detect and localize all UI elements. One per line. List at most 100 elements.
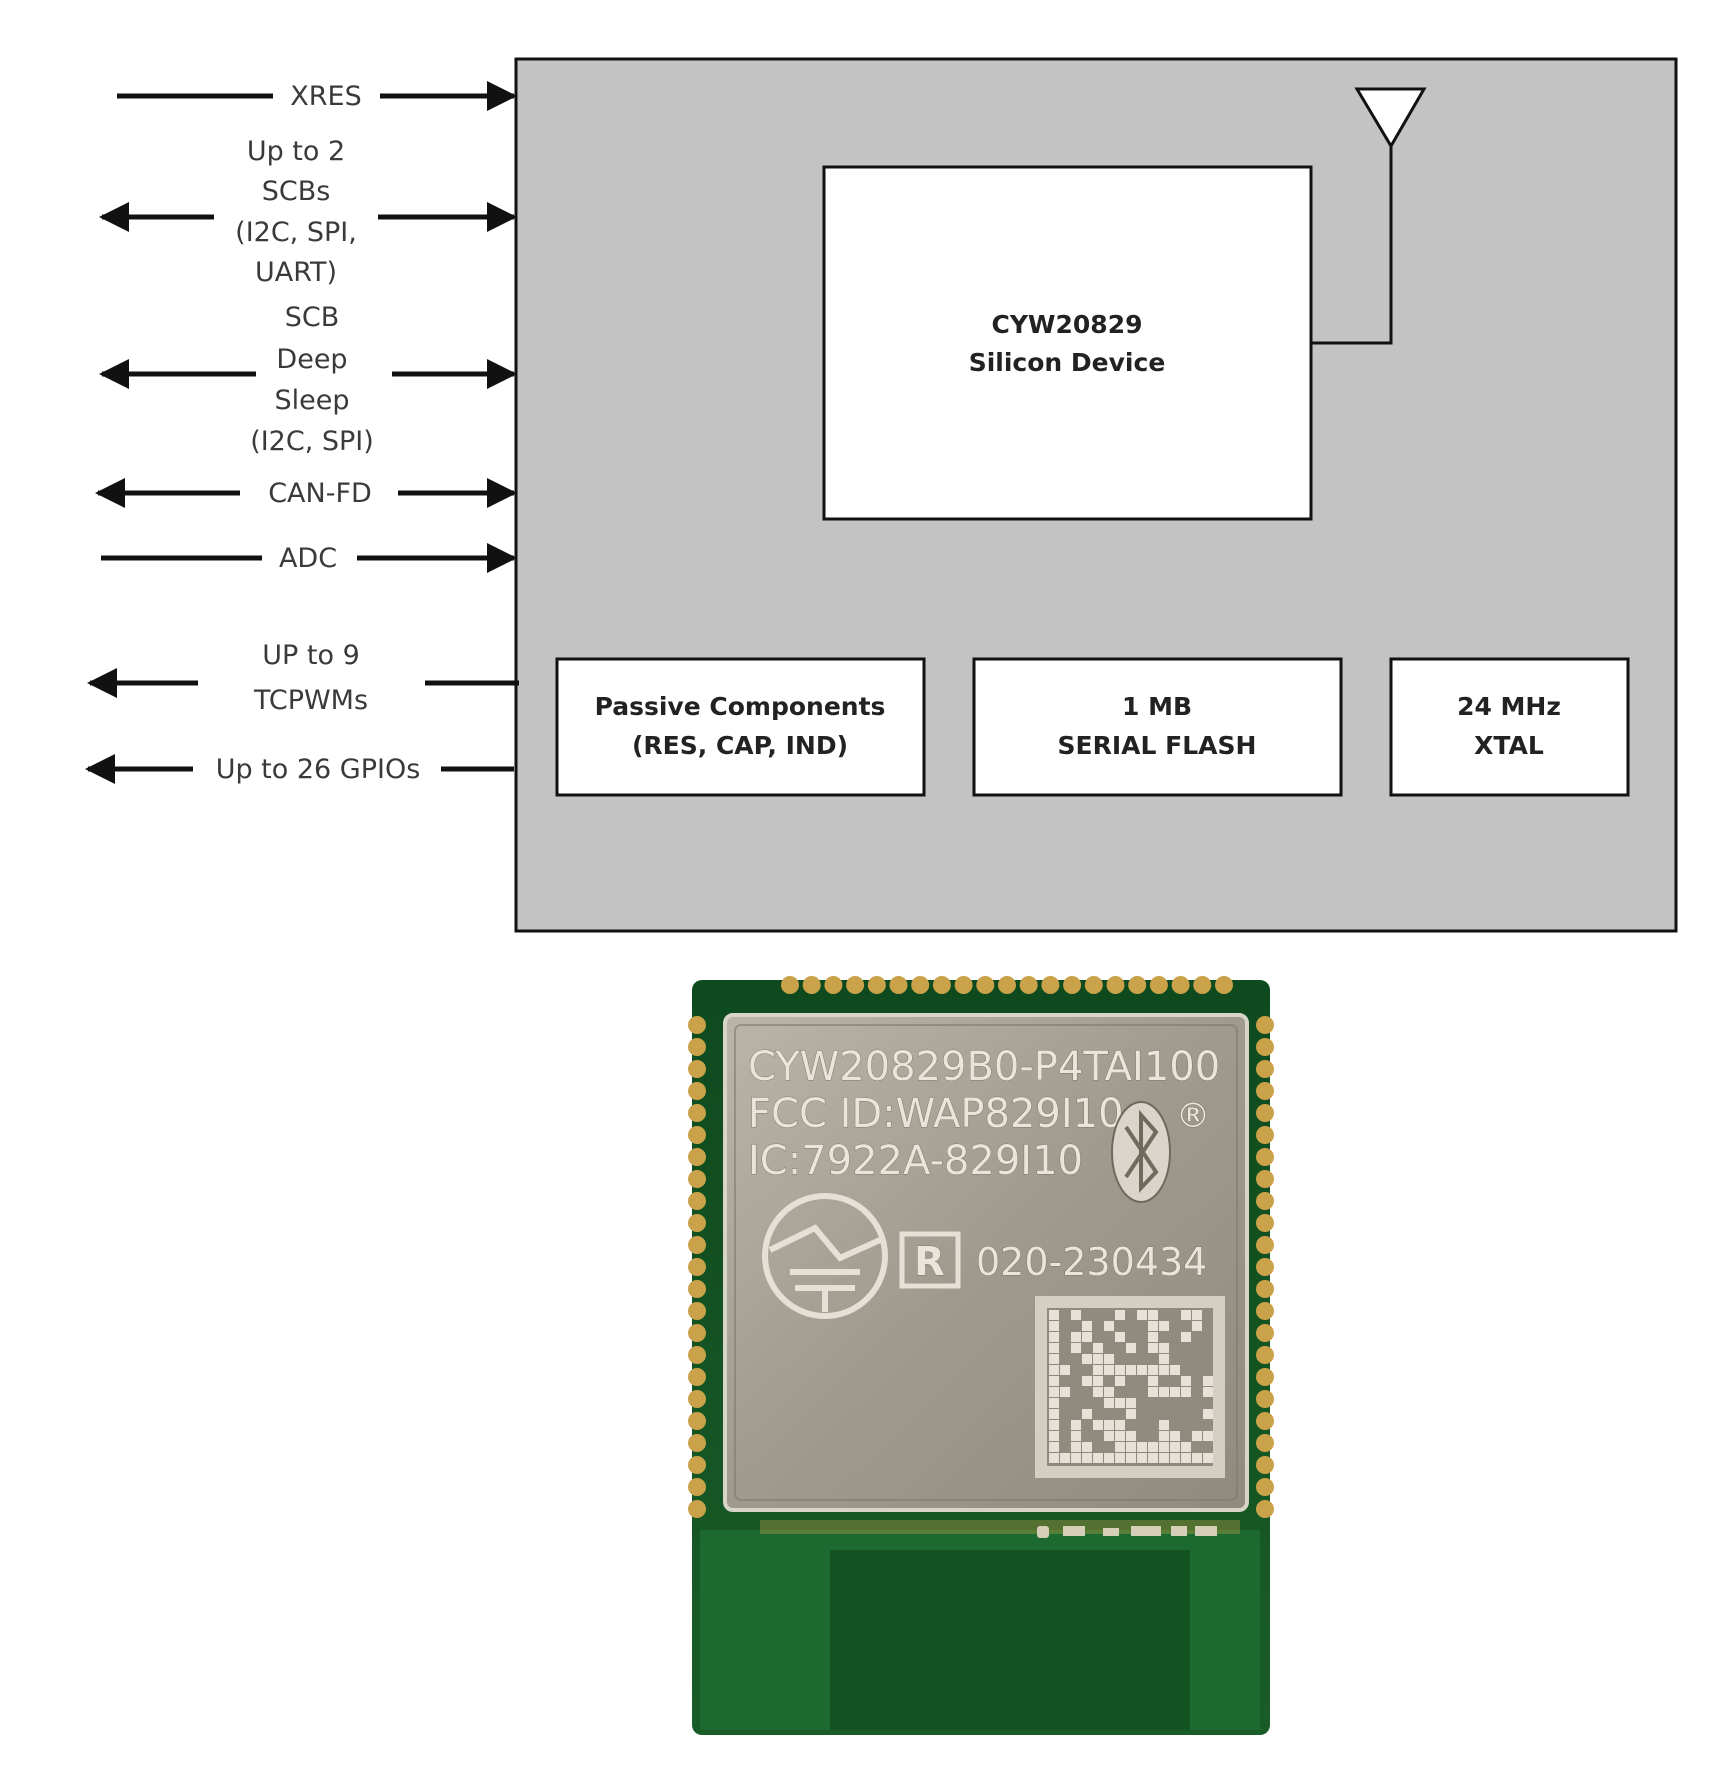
smd-components — [1037, 1526, 1217, 1538]
datamatrix-cell — [1082, 1442, 1092, 1452]
datamatrix-cell — [1049, 1387, 1059, 1397]
pad — [688, 1148, 706, 1166]
datamatrix-cell — [1203, 1387, 1213, 1397]
datamatrix-cell — [1115, 1453, 1125, 1463]
pad — [688, 1434, 706, 1452]
pad — [1256, 1456, 1274, 1474]
pad — [688, 1214, 706, 1232]
signal-label-scbs-2: SCBs — [262, 176, 331, 207]
r-box — [899, 1231, 961, 1289]
datamatrix-cell — [1115, 1310, 1125, 1320]
datamatrix-cell — [1093, 1387, 1103, 1397]
datamatrix-cell — [1115, 1420, 1125, 1430]
signal-tcpwms: UP to 9 TCPWMs — [87, 640, 519, 716]
datamatrix-cell — [1093, 1376, 1103, 1386]
datamatrix-cell — [1093, 1354, 1103, 1364]
silicon-label-line1: CYW20829 — [991, 310, 1142, 339]
flash-label-line2: SERIAL FLASH — [1058, 731, 1257, 760]
datamatrix-cell — [1203, 1409, 1213, 1419]
pad — [1256, 1016, 1274, 1034]
datamatrix-cell — [1148, 1387, 1158, 1397]
registration-number: 020-230434 — [976, 1240, 1207, 1284]
signal-label-xres: XRES — [290, 81, 361, 112]
signal-label-can-fd: CAN-FD — [268, 478, 372, 509]
pad — [1256, 1214, 1274, 1232]
datamatrix-cell — [1126, 1453, 1136, 1463]
pad — [688, 1324, 706, 1342]
datamatrix-cell — [1192, 1310, 1202, 1320]
datamatrix-cell — [1082, 1453, 1092, 1463]
datamatrix-cell — [1148, 1442, 1158, 1452]
flash-label-line1: 1 MB — [1122, 692, 1192, 721]
datamatrix-cell — [1049, 1442, 1059, 1452]
datamatrix-cell — [1159, 1354, 1169, 1364]
pad — [688, 1346, 706, 1364]
signal-gpios: Up to 26 GPIOs — [85, 754, 514, 785]
datamatrix-cell — [1181, 1332, 1191, 1342]
pad — [1256, 1236, 1274, 1254]
datamatrix-cell — [1148, 1365, 1158, 1375]
pad — [688, 1170, 706, 1188]
datamatrix-cell — [1137, 1453, 1147, 1463]
pad — [1256, 1104, 1274, 1122]
datamatrix-cell — [1071, 1332, 1081, 1342]
datamatrix-cell — [1137, 1310, 1147, 1320]
pad — [1019, 976, 1038, 994]
datamatrix-cell — [1049, 1365, 1059, 1375]
datamatrix-cell — [1203, 1376, 1213, 1386]
datamatrix-cell — [1181, 1310, 1191, 1320]
datamatrix-code-icon — [1035, 1296, 1225, 1478]
signal-label-tcpwms-2: TCPWMs — [253, 685, 368, 716]
datamatrix-cell — [1148, 1376, 1158, 1386]
datamatrix-cell — [1115, 1376, 1125, 1386]
silicon-device-block: CYW20829 Silicon Device — [822, 165, 1313, 521]
datamatrix-cell — [1159, 1321, 1169, 1331]
datamatrix-cell — [1170, 1365, 1180, 1375]
antenna-icon — [1311, 87, 1427, 345]
datamatrix-cell — [1093, 1420, 1103, 1430]
datamatrix-cell — [1126, 1431, 1136, 1441]
pad — [889, 976, 908, 994]
datamatrix-cell — [1159, 1431, 1169, 1441]
datamatrix-cell — [1126, 1343, 1136, 1353]
signal-label-gpios: Up to 26 GPIOs — [216, 754, 421, 785]
datamatrix-cell — [1093, 1365, 1103, 1375]
datamatrix-cell — [1071, 1343, 1081, 1353]
datamatrix-cell — [1082, 1321, 1092, 1331]
pad — [688, 1412, 706, 1430]
datamatrix-cell — [1170, 1453, 1180, 1463]
pad — [1256, 1434, 1274, 1452]
datamatrix-cell — [1049, 1354, 1059, 1364]
datamatrix-cell — [1148, 1310, 1158, 1320]
signal-label-adc: ADC — [279, 543, 337, 574]
pad — [1106, 976, 1125, 994]
passive-components-block: Passive Components (RES, CAP, IND) — [555, 657, 926, 797]
datamatrix-cell — [1104, 1387, 1114, 1397]
signal-adc: ADC — [101, 543, 517, 574]
datamatrix-cell — [1082, 1409, 1092, 1419]
signal-label-tcpwms-1: UP to 9 — [262, 640, 360, 671]
pad — [688, 1500, 706, 1518]
pad — [1256, 1060, 1274, 1078]
pad — [1171, 976, 1190, 994]
datamatrix-cell — [1071, 1420, 1081, 1430]
pad — [1256, 1368, 1274, 1386]
signal-label-scbs-1: Up to 2 — [247, 136, 345, 167]
pad — [1193, 976, 1212, 994]
datamatrix-cell — [1159, 1420, 1169, 1430]
pad — [1256, 1280, 1274, 1298]
pad — [1256, 1258, 1274, 1276]
datamatrix-cell — [1104, 1354, 1114, 1364]
signal-scb-deep-sleep: SCB Deep Sleep (I2C, SPI) — [99, 302, 517, 457]
datamatrix-cell — [1071, 1442, 1081, 1452]
datamatrix-cell — [1192, 1453, 1202, 1463]
datamatrix-cell — [1148, 1343, 1158, 1353]
giteki-mark-icon — [762, 1193, 888, 1319]
pad — [1215, 976, 1233, 994]
datamatrix-cell — [1082, 1332, 1092, 1342]
datamatrix-cell — [1104, 1420, 1114, 1430]
datamatrix-cell — [1203, 1453, 1213, 1463]
datamatrix-cell — [1126, 1409, 1136, 1419]
pad — [1063, 976, 1082, 994]
datamatrix-cell — [1192, 1321, 1202, 1331]
